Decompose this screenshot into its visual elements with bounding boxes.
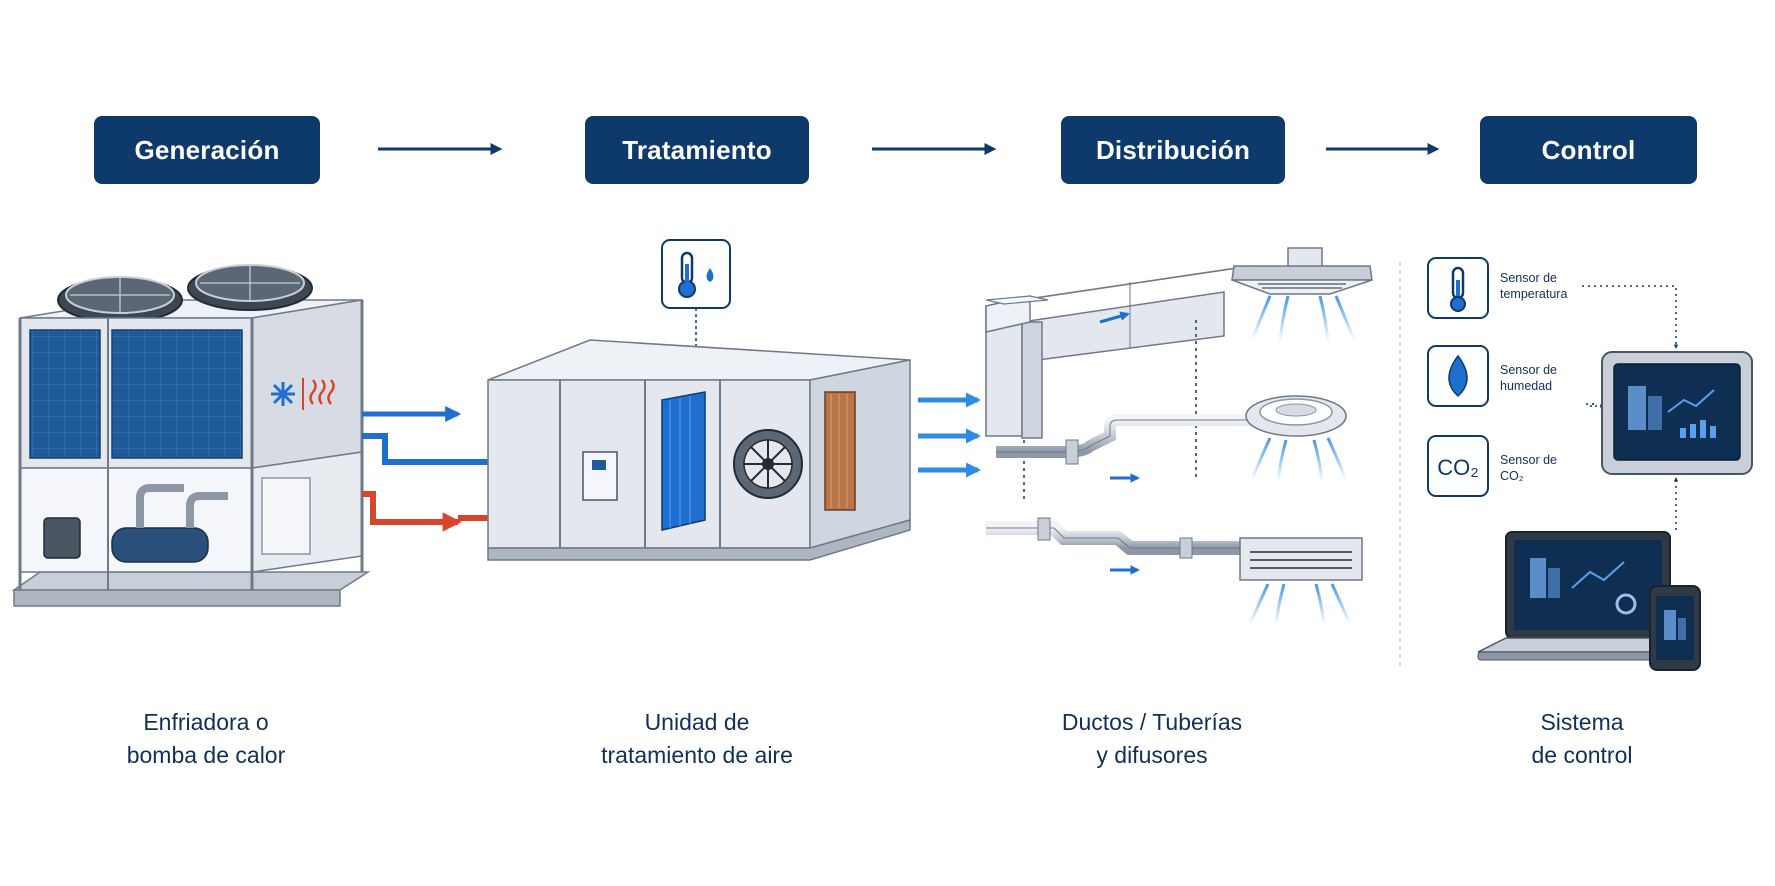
caption-generacion: Enfriadora o bomba de calor: [56, 706, 356, 772]
humidity-sensor-icon: [1427, 345, 1489, 407]
laptop-icon: [1477, 531, 1697, 661]
caption-line: de control: [1531, 742, 1633, 768]
sensor-label-line: temperatura: [1500, 287, 1568, 301]
air-flow-arrows: [918, 392, 981, 478]
sensor-label-line: Sensor de: [1500, 363, 1557, 377]
ceiling-diffuser-icon: [1231, 247, 1373, 295]
sensor-label-temperatura: Sensor de temperatura: [1500, 270, 1567, 302]
coil-icon: [824, 391, 856, 511]
air-plume: [1248, 583, 1352, 625]
caption-line: Ductos / Tuberías: [1061, 709, 1243, 735]
sensor-label-line: humedad: [1500, 379, 1553, 393]
stage-header-distribucion: Distribución: [1061, 116, 1285, 184]
round-diffuser-icon: [1245, 395, 1347, 437]
thermostat-sensor-icon: [661, 239, 731, 352]
caption-line: Enfriadora o: [143, 709, 269, 735]
duct-network: [985, 247, 1373, 625]
co2-icon-label: CO₂: [1437, 455, 1479, 480]
chiller-unit: [11, 264, 371, 607]
caption-line: y difusores: [1096, 742, 1208, 768]
caption-line: Unidad de: [644, 709, 750, 735]
sensor-label-line: Sensor de: [1500, 271, 1557, 285]
temperature-sensor-icon: [1427, 257, 1489, 319]
co2-sensor-icon: CO₂: [1427, 435, 1489, 497]
caption-control: Sistema de control: [1432, 706, 1732, 772]
stage-header-tratamiento: Tratamiento: [585, 116, 809, 184]
caption-line: tratamiento de aire: [601, 742, 793, 768]
caption-distribucion: Ductos / Tuberías y difusores: [1002, 706, 1302, 772]
fan-icon: [57, 276, 183, 323]
heat-wave-icon: [309, 379, 335, 405]
stage-header-generacion: Generación: [94, 116, 320, 184]
sensor-label-line: Sensor de: [1500, 453, 1557, 467]
air-plume: [1250, 295, 1356, 343]
caption-line: bomba de calor: [126, 742, 286, 768]
filter-icon: [661, 391, 706, 531]
control-panel-display: [1601, 351, 1753, 475]
sensor-label-co2: Sensor de CO₂: [1500, 452, 1557, 484]
slot-diffuser-icon: [1239, 537, 1363, 581]
air-handling-unit: [487, 339, 911, 561]
blower-fan-icon: [733, 429, 803, 499]
sensor-label-line: CO₂: [1500, 469, 1524, 483]
sensor-connections: [1582, 285, 1679, 530]
caption-line: Sistema: [1540, 709, 1624, 735]
air-plume: [1250, 437, 1348, 483]
stage-header-control: Control: [1480, 116, 1697, 184]
sensor-label-humedad: Sensor de humedad: [1500, 362, 1557, 394]
snowflake-icon: [271, 382, 295, 406]
smartphone-icon: [1649, 585, 1701, 671]
caption-tratamiento: Unidad de tratamiento de aire: [547, 706, 847, 772]
fan-icon: [187, 264, 313, 311]
